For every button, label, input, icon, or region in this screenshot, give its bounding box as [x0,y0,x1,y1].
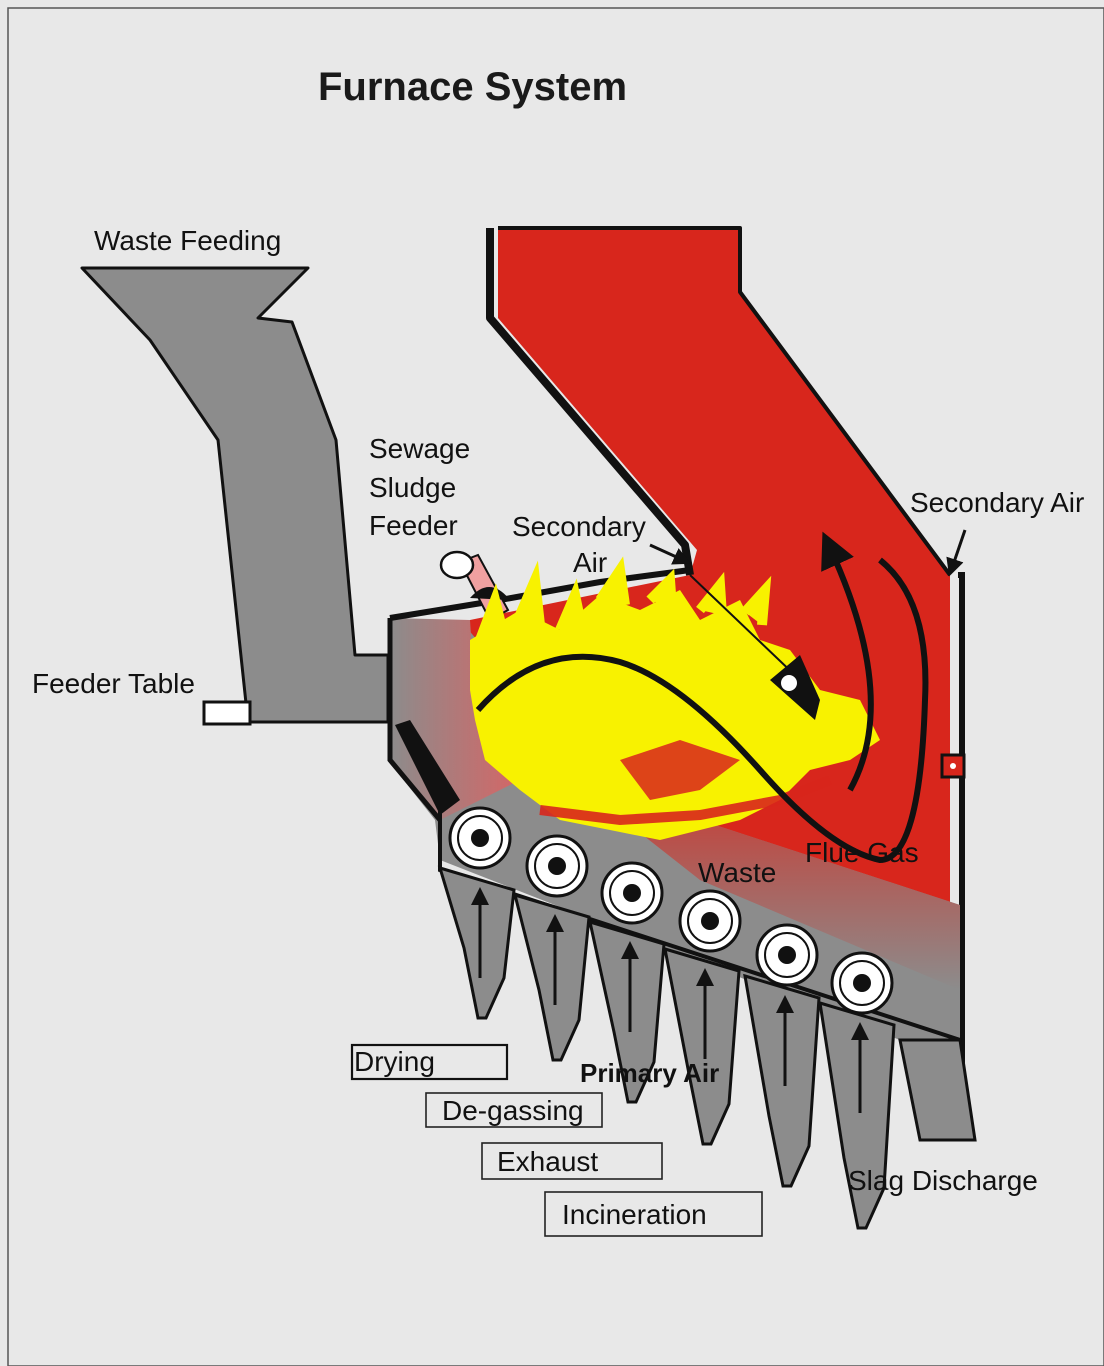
label-waste: Waste [698,857,776,888]
label-sludge: Sludge [369,472,456,503]
label-flue-gas: Flue Gas [805,837,919,868]
sludge-feeder-nozzle [441,552,473,578]
grate-roller-icon [527,836,587,896]
grate-roller-icon [757,925,817,985]
grate-roller-icon [832,953,892,1013]
label-secondary-air-left-1: Secondary [512,511,646,542]
diagram-title: Furnace System [318,65,627,109]
grate-roller-icon [680,891,740,951]
stage-label-drying: Drying [354,1046,435,1077]
label-sewage: Sewage [369,433,470,464]
grate-roller-icon [450,808,510,868]
label-secondary-air-left-2: Air [573,547,607,578]
label-primary-air: Primary Air [580,1058,719,1088]
stage-label-incineration: Incineration [562,1199,707,1230]
stage-label-degassing: De-gassing [442,1095,584,1126]
label-secondary-air-right: Secondary Air [910,487,1084,518]
grate-roller-icon [602,863,662,923]
label-waste-feeding: Waste Feeding [94,225,281,256]
stage-label-exhaust: Exhaust [497,1146,598,1177]
feeder-table [204,702,250,724]
label-feeder: Feeder [369,510,458,541]
label-feeder-table: Feeder Table [32,668,195,699]
label-slag-discharge: Slag Discharge [848,1165,1038,1196]
